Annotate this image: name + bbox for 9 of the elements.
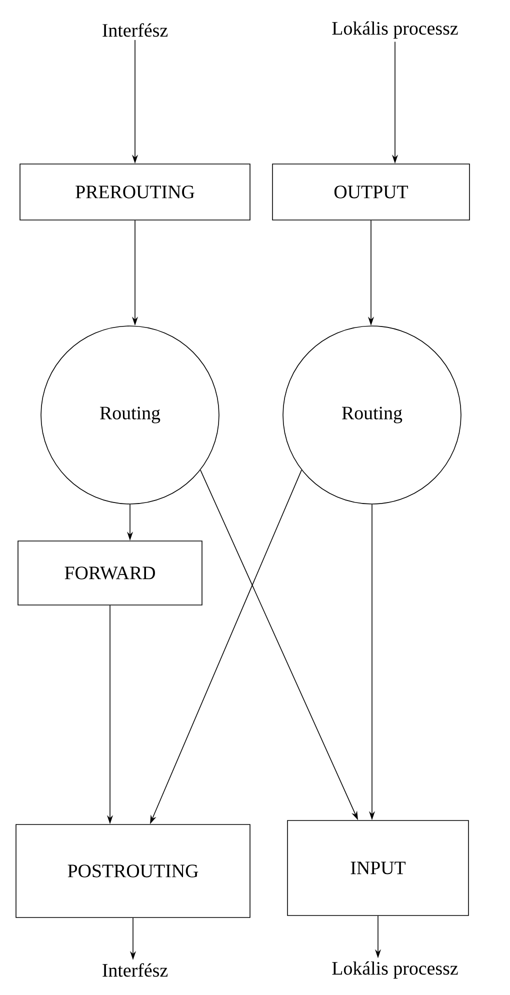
- flow-label: Interfész: [102, 23, 168, 37]
- chain-box: OUTPUT: [272, 164, 470, 220]
- chain-box: POSTROUTING: [16, 824, 250, 918]
- chain-box: FORWARD: [18, 540, 202, 606]
- flow-label: Lokális processz: [332, 961, 458, 979]
- flow-label: Lokális processz: [332, 21, 458, 39]
- chain-box: PREROUTING: [20, 164, 250, 220]
- flow-label: Interfész: [102, 963, 168, 977]
- chain-box: INPUT: [287, 820, 469, 916]
